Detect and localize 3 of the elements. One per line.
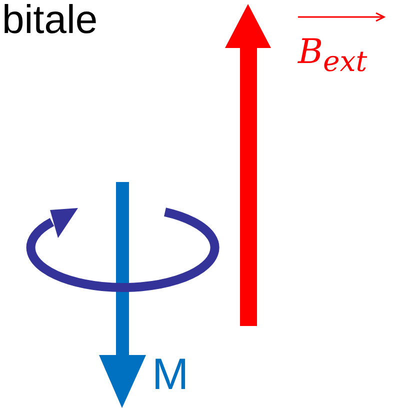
heading-text: bitale (2, 0, 98, 44)
moment-symbol: M (152, 350, 189, 400)
field-symbol: B$_{ext}$ (298, 32, 368, 78)
